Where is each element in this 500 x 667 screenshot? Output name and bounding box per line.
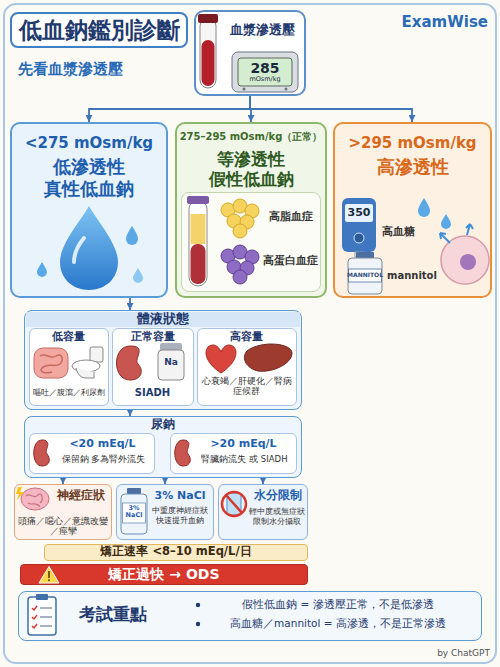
node-text: 3% NaCl	[149, 489, 211, 502]
kidney	[116, 346, 141, 380]
node-text: >20 mEq/L	[195, 437, 293, 450]
node-text: 高血糖／mannitol = 高滲透，不是正常滲透	[203, 617, 473, 630]
connector-arrow	[129, 298, 131, 310]
node-text: 等滲透性	[177, 149, 325, 169]
intestine	[34, 348, 68, 378]
node-text: 中重度神經症狀 快速提升血鈉	[149, 506, 211, 525]
connector-arrow	[89, 96, 250, 122]
node-text: 體液狀態	[25, 312, 300, 326]
protein-cluster	[221, 245, 259, 284]
urine-sodium-box: 尿鈉 <20 mEq/L 保留鈉 多為腎外流失 >20 mEq/L 腎臟鈉流失 或 …	[24, 416, 302, 478]
diagram-title: 低血鈉鑑別診斷	[12, 14, 186, 46]
node-text: 嘔吐／腹瀉／利尿劑	[30, 388, 108, 398]
node-text: 高蛋白血症	[261, 254, 319, 267]
plasma-tube	[187, 196, 209, 286]
node-text: 低滲透性	[12, 156, 166, 178]
node-text: 心衰竭／肝硬化／腎病症候群	[200, 376, 294, 396]
lipid-cluster	[221, 199, 259, 238]
treatment-card: 神經症狀頭痛／噁心／意識改變／痙攣	[14, 484, 112, 540]
subtitle: 先看血漿滲透壓	[18, 60, 178, 78]
node-text: 神經症狀	[53, 489, 109, 503]
node-text: 低容量	[30, 330, 108, 343]
cause-label: 高血糖	[379, 225, 417, 238]
osmometer	[232, 52, 298, 92]
liver	[244, 344, 292, 371]
node-text: 尿鈉	[25, 418, 300, 431]
cause-label: mannitol	[387, 270, 441, 282]
node-text: 考試重點	[71, 604, 155, 624]
credit: by ChatGPT	[390, 648, 490, 659]
volume-card: 正常容量 SIADH	[112, 328, 194, 406]
rate-band: 矯正速率 <8–10 mEq/L/日	[44, 544, 308, 561]
meter-reading: 285	[240, 61, 290, 75]
osmolality-box: 血漿滲透壓	[194, 10, 306, 96]
shrinking-cell	[440, 224, 489, 284]
node-text: 275–295 mOsm/kg（正常）	[177, 131, 325, 143]
node-text: 正常容量	[113, 330, 193, 343]
node-text: 假性低血鈉	[177, 169, 325, 189]
urine-card: >20 mEq/L 腎臟鈉流失 或 SIADH	[170, 433, 297, 474]
node-text: 輕中度或無症狀 限制水分攝取	[248, 507, 306, 526]
volume-status-box: 體液狀態 低容量嘔吐／腹瀉／利尿劑 正常容量 SIADH 高容量心衰竭／肝硬化／腎…	[24, 310, 302, 410]
warning-band: 矯正過快 → ODS	[20, 564, 308, 585]
isotonic-box: 275–295 mOsm/kg（正常） 等滲透性假性低血鈉 高脂血症高蛋白血症	[175, 122, 327, 298]
node-text: <20 mEq/L	[54, 437, 152, 450]
hypotonic-box: <275 mOsm/kg 低滲透性真性低血鈉	[10, 122, 168, 298]
connector-arrow	[250, 96, 412, 122]
node-text: >295 mOsm/kg	[335, 134, 490, 152]
meter-unit: mOsm/kg	[240, 76, 290, 83]
node-text: 高滲透性	[335, 156, 490, 178]
toilet	[72, 347, 103, 378]
node-text: 矯正速率 <8–10 mEq/L/日	[45, 545, 307, 559]
node-text: 真性低血鈉	[12, 178, 166, 200]
bottle-label: 3% NaCl	[122, 505, 146, 520]
title-frame: 低血鈉鑑別診斷	[10, 12, 188, 48]
treatment-card: 水分限制輕中度或無症狀 限制水分攝取	[218, 484, 308, 540]
volume-card: 高容量心衰竭／肝硬化／腎病症候群	[197, 328, 297, 406]
node-text: 腎臟鈉流失 或 SIADH	[195, 454, 295, 464]
meter-reading: 350	[345, 207, 373, 218]
bottle-label: MANNITOL	[346, 272, 384, 279]
node-text: 頭痛／噁心／意識改變／痙攣	[18, 516, 108, 536]
node-text: <275 mOsm/kg	[12, 134, 166, 152]
volume-card: 低容量嘔吐／腹瀉／利尿劑	[29, 328, 109, 406]
node-text: 血漿滲透壓	[220, 22, 304, 38]
node-text: SIADH	[113, 387, 193, 399]
water-drops	[418, 198, 451, 229]
node-text: 水分限制	[251, 489, 305, 503]
node-text: 高脂血症	[263, 210, 319, 223]
urine-card: <20 mEq/L 保留鈉 多為腎外流失	[29, 433, 155, 474]
node-text: 假性低血鈉 = 滲透壓正常，不是低滲透	[203, 598, 473, 611]
brand-logo: ExamWise	[380, 13, 488, 31]
glucose-meter	[342, 198, 376, 257]
shaker-label: Na	[160, 358, 182, 367]
node-text: 矯正過快 → ODS	[21, 566, 307, 583]
blood-tube	[198, 14, 218, 88]
heart	[206, 345, 236, 373]
node-text: 高容量	[198, 330, 296, 343]
pseudo-cause-panel: 高脂血症高蛋白血症	[181, 192, 321, 292]
drop-group	[37, 206, 143, 290]
node-text: 保留鈉 多為腎外流失	[54, 454, 154, 464]
exam-points-box: 考試重點 假性低血鈉 = 滲透壓正常，不是低滲透高血糖／mannitol = 高滲…	[18, 591, 482, 641]
salt-shaker	[158, 343, 184, 380]
